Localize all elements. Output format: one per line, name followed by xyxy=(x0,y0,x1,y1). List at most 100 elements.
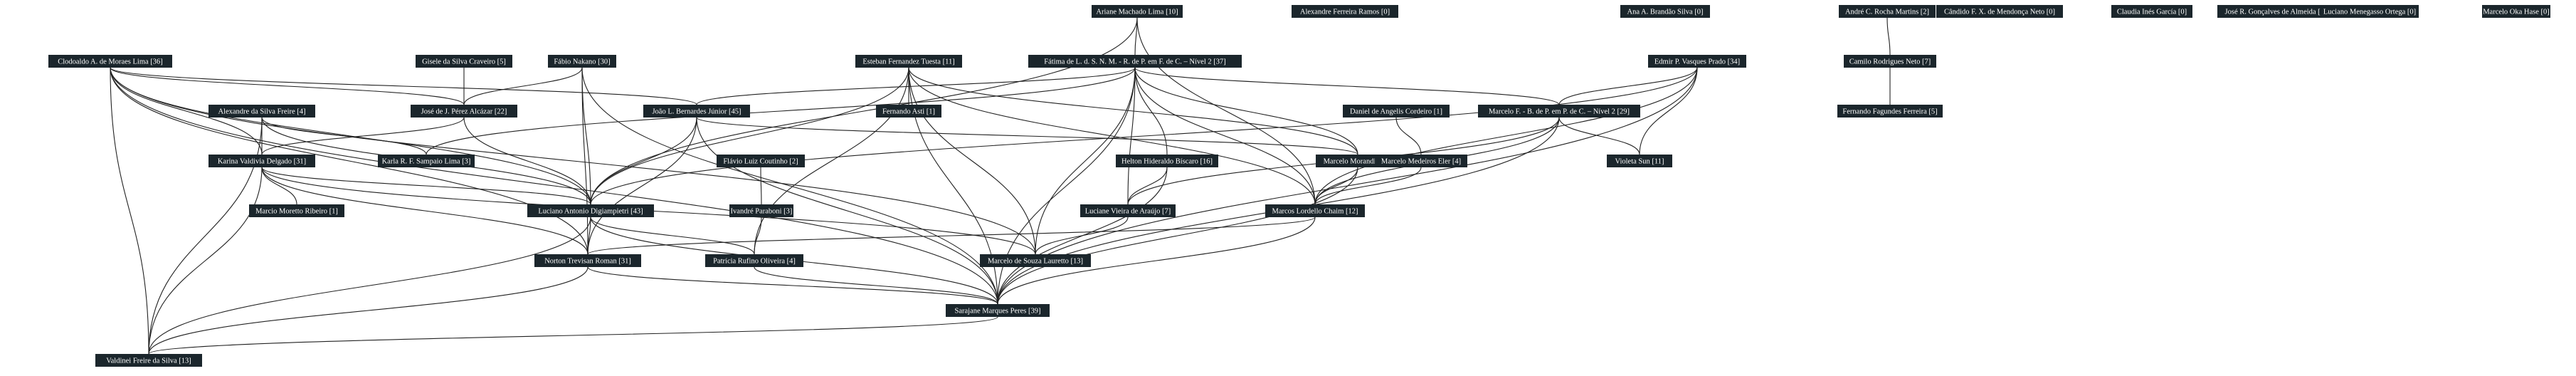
node-marcio[interactable]: Marcio Moretto Ribeiro [1] xyxy=(249,204,344,217)
edge-marcelo_fantinato-violeta xyxy=(1558,117,1640,155)
node-camilo[interactable]: Camilo Rodrigues Neto [7] xyxy=(1844,55,1936,68)
node-luciano_ortega[interactable]: Luciano Menegasso Ortega [0] xyxy=(2321,5,2419,18)
edge-joao-luciano_digiampietri xyxy=(590,117,697,205)
node-patricia[interactable]: Patrícia Rufino Oliveira [4] xyxy=(705,254,803,267)
node-alexandre_silva[interactable]: Alexandre da Silva Freire [4] xyxy=(208,105,315,118)
edge-sarajane-valdinei xyxy=(148,316,998,355)
edge-joao-sarajane xyxy=(696,117,998,305)
node-alexandre_pr[interactable]: Alexandre Ferreira Ramos [0] xyxy=(1292,5,1398,18)
node-esteban[interactable]: Esteban Fernandez Tuesta [11] xyxy=(855,55,962,68)
edge-fabio-jose_fb xyxy=(463,67,583,105)
node-label: Marcelo F. - B. de P. em P. de C. – Níve… xyxy=(1489,108,1630,116)
node-box xyxy=(1028,55,1242,68)
edge-fatima-luciane xyxy=(1127,67,1136,205)
node-label: Ana A. Brandão Silva [0] xyxy=(1627,9,1703,16)
node-karla[interactable]: Karla R. F. Sampaio Lima [3] xyxy=(378,155,475,167)
node-fatima[interactable]: Fátima de L. d. S. N. M. - R. de P. em F… xyxy=(1028,55,1242,68)
node-label: Karina Valdivia Delgado [31] xyxy=(218,158,306,166)
node-box xyxy=(208,155,315,167)
node-luciane[interactable]: Luciane Vieira de Araújo [7] xyxy=(1080,204,1176,217)
edge-fabio-norton xyxy=(581,67,588,255)
node-karina[interactable]: Karina Valdivia Delgado [31] xyxy=(208,155,315,167)
node-clodoaldo[interactable]: Clodoaldo A. de Moraes Lima [36] xyxy=(48,55,172,68)
edge-luciano_digiampietri-patricia xyxy=(590,216,755,255)
node-box xyxy=(729,204,793,217)
node-box xyxy=(1116,155,1218,167)
node-fabio[interactable]: Fábio Nakano [30] xyxy=(548,55,616,68)
node-gisele[interactable]: Gisele da Silva Craveiro [5] xyxy=(416,55,512,68)
edge-alexandre_silva-valdinei xyxy=(148,117,263,355)
edge-karina-valdinei xyxy=(148,167,263,355)
node-marcelo_hase[interactable]: Marcelo Oka Hase [0] xyxy=(2482,5,2550,18)
edge-helton-luciane xyxy=(1127,167,1168,205)
node-marcelo_medeiros[interactable]: Marcelo Medeiros Eler [4] xyxy=(1375,155,1467,167)
node-box xyxy=(1375,155,1467,167)
edge-karina-norton xyxy=(261,167,588,255)
node-marcos[interactable]: Marcos Lordello Chaim [12] xyxy=(1265,204,1365,217)
edge-fatima-marcelo_fantinato xyxy=(1134,67,1560,105)
edge-clodoaldo-jose_fb xyxy=(110,67,465,105)
node-ana[interactable]: Ana A. Brandão Silva [0] xyxy=(1620,5,1710,18)
edge-jose_fb-karina xyxy=(261,117,465,155)
graph-nodes: Ariane Machado Lima [10] Alexandre Ferrei… xyxy=(48,5,2550,367)
node-box xyxy=(1837,105,1943,118)
node-label: Camilo Rodrigues Neto [7] xyxy=(1849,58,1931,66)
node-label: Alexandre da Silva Freire [4] xyxy=(218,108,305,116)
edge-clodoaldo-valdinei xyxy=(110,67,149,355)
edge-daniel-marcelo_medeiros xyxy=(1395,117,1422,155)
node-label: João L. Bernardes Júnior [45] xyxy=(652,108,741,116)
node-marcelo_souza[interactable]: Marcelo de Souza Lauretto [13] xyxy=(980,254,1091,267)
node-jose_goncalves[interactable]: José R. Gonçalves de Almeida [0] xyxy=(2217,5,2334,18)
node-daniel[interactable]: Daniel de Angelis Cordeiro [1] xyxy=(1343,105,1450,118)
edge-clodoaldo-norton xyxy=(110,67,588,255)
node-flavio[interactable]: Flávio Luiz Coutinho [2] xyxy=(717,155,805,167)
edge-andre-camilo xyxy=(1886,17,1891,56)
node-box xyxy=(249,204,344,217)
edge-fatima-joao xyxy=(696,67,1136,105)
edge-clodoaldo-marcelo_souza xyxy=(110,67,1036,255)
node-label: Ivandré Paraboni [3] xyxy=(731,208,793,216)
node-label: José de J. Pérez Alcázar [22] xyxy=(421,108,507,116)
node-jose_fb[interactable]: José de J. Pérez Alcázar [22] xyxy=(411,105,517,118)
edge-edmir-marcos xyxy=(1314,67,1698,205)
node-box xyxy=(1844,55,1936,68)
node-box xyxy=(1265,204,1365,217)
edge-ivandre-patricia xyxy=(754,216,762,255)
edge-edmir-marcelo_fantinato xyxy=(1558,67,1698,105)
node-ivandre[interactable]: Ivandré Paraboni [3] xyxy=(729,204,793,217)
node-valdinei[interactable]: Valdinei Freire da Silva [13] xyxy=(95,354,202,367)
node-label: André C. Rocha Martins [2] xyxy=(1845,9,1929,16)
node-box xyxy=(48,55,172,68)
node-marcelo_fantinato[interactable]: Marcelo F. - B. de P. em P. de C. – Níve… xyxy=(1478,105,1640,118)
node-box xyxy=(2482,5,2550,18)
node-label: Flávio Luiz Coutinho [2] xyxy=(723,158,798,166)
node-box xyxy=(876,105,941,118)
node-joao[interactable]: João L. Bernardes Júnior [45] xyxy=(643,105,750,118)
node-box xyxy=(1080,204,1176,217)
edge-jose_fb-luciano_digiampietri xyxy=(463,117,591,205)
edge-luciano_digiampietri-norton xyxy=(587,216,591,255)
node-andre[interactable]: André C. Rocha Martins [2] xyxy=(1839,5,1936,18)
node-ariane[interactable]: Ariane Machado Lima [10] xyxy=(1092,5,1183,18)
node-fernando_asti[interactable]: Fernando Asti [1] xyxy=(876,105,941,118)
node-label: Marcos Lordello Chaim [12] xyxy=(1272,208,1358,216)
node-box xyxy=(1839,5,1936,18)
node-fernando_fagundes[interactable]: Fernando Fagundes Ferreira [5] xyxy=(1837,105,1943,118)
node-luciano_digiampietri[interactable]: Luciano Antonio Digiampietri [43] xyxy=(527,204,654,217)
node-label: Clodoaldo A. de Moraes Lima [36] xyxy=(58,58,163,66)
node-box xyxy=(705,254,803,267)
node-helton[interactable]: Helton Hideraldo Bíscaro [16] xyxy=(1116,155,1218,167)
node-norton[interactable]: Norton Trevisan Roman [31] xyxy=(534,254,641,267)
node-candido[interactable]: Cândido F. X. de Mendonça Neto [0] xyxy=(1936,5,2063,18)
node-label: Luciano Menegasso Ortega [0] xyxy=(2323,9,2416,16)
node-label: Patrícia Rufino Oliveira [4] xyxy=(713,258,796,266)
node-claudia[interactable]: Claudia Inés García [0] xyxy=(2111,5,2192,18)
edge-joao-norton xyxy=(587,117,697,255)
edge-fatima-sarajane xyxy=(997,67,1136,305)
node-violeta[interactable]: Violeta Sun [11] xyxy=(1607,155,1672,167)
edge-clodoaldo-sarajane xyxy=(110,67,998,305)
node-edmir[interactable]: Edmir P. Vasques Prado [34] xyxy=(1648,55,1746,68)
node-sarajane[interactable]: Sarajane Marques Peres [39] xyxy=(946,304,1050,317)
edge-norton-sarajane xyxy=(587,266,998,305)
edge-edmir-violeta xyxy=(1639,67,1698,155)
